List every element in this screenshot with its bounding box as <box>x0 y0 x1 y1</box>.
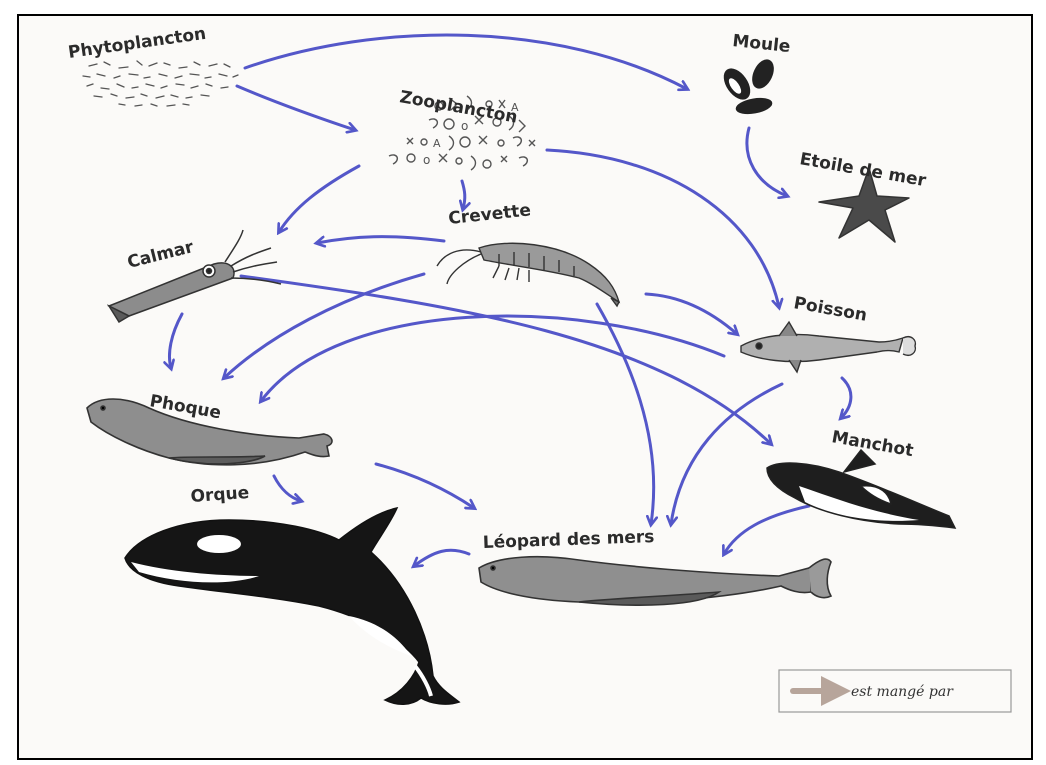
edge-poisson-phoque <box>261 316 724 401</box>
poisson-illustration <box>741 322 915 372</box>
edge-leopard-orque <box>414 550 469 566</box>
label-manchot: Manchot <box>830 427 915 461</box>
edge-calmar-phoque <box>169 314 182 368</box>
edge-phyto-moule <box>245 35 687 89</box>
edge-manchot-leopard <box>724 506 809 554</box>
label-zooplancton: Zooplancton <box>398 87 519 127</box>
legend-label: est mangé par <box>851 684 954 700</box>
label-calmar: Calmar <box>125 237 196 273</box>
edge-zoo-crevette <box>462 181 465 209</box>
leopard-illustration <box>479 557 831 605</box>
edge-phoque-leopard <box>376 464 474 508</box>
phytoplancton-illustration <box>83 61 238 106</box>
edge-calmar-manchot <box>241 276 771 444</box>
moule-illustration <box>719 57 777 116</box>
edge-crevette-calmar <box>317 237 444 243</box>
edge-poisson-manchot <box>841 378 851 418</box>
orque-illustration <box>125 508 459 704</box>
edge-crevette-leopard <box>597 304 654 524</box>
manchot-illustration <box>767 450 955 528</box>
label-moule: Moule <box>731 31 791 57</box>
edge-crevette-poisson <box>646 294 737 334</box>
edge-poisson-leopard <box>671 384 782 524</box>
svg-text:A: A <box>433 137 441 150</box>
calmar-illustration <box>109 230 281 322</box>
label-phytoplancton: Phytoplancton <box>67 24 207 63</box>
edge-zoo-poisson <box>547 150 779 307</box>
svg-text:o: o <box>423 153 430 167</box>
edge-phyto-zoo <box>237 86 355 130</box>
label-leopard: Léopard des mers <box>482 527 654 553</box>
edge-phoque-orque <box>274 476 301 501</box>
label-poisson: Poisson <box>792 293 868 326</box>
edge-moule-etoile <box>747 128 787 196</box>
edge-zoo-calmar <box>279 166 359 232</box>
edge-crevette-phoque <box>224 274 424 378</box>
svg-text:o: o <box>461 119 468 133</box>
label-orque: Orque <box>190 483 250 507</box>
legend: est mangé par <box>779 670 1011 712</box>
food-web-diagram: A o A o <box>17 14 1033 760</box>
food-web-canvas: A o A o <box>19 16 1031 758</box>
label-crevette: Crevette <box>447 200 531 229</box>
crevette-illustration <box>437 243 619 306</box>
